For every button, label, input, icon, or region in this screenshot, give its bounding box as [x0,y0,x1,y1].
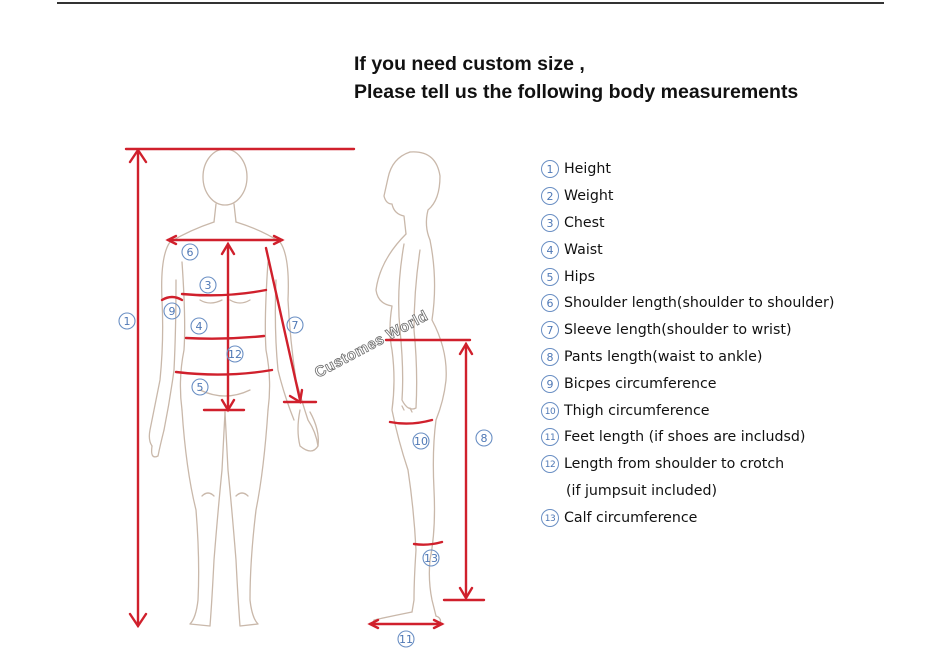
legend-label: Feet length (if shoes are includsd) [564,429,806,446]
number-2-icon: 2 [541,187,559,206]
legend-label: Chest [564,214,605,231]
number-1-icon: 1 [541,160,559,179]
legend-item: 11 Feet length (if shoes are includsd) [541,424,834,451]
marker-9-label: 9 [169,305,176,318]
marker-3-label: 3 [205,279,212,292]
number-9-icon: 9 [541,374,559,393]
number-11-icon: 11 [541,428,559,447]
legend-label: Calf circumference [564,509,698,526]
legend-label: Waist [564,241,603,258]
legend-item: 6 Shoulder length(shoulder to shoulder) [541,290,834,317]
marker-1-label: 1 [124,315,131,328]
marker-13-icon [422,549,440,567]
legend-item: 9 Bicpes circumference [541,370,834,397]
legend-label: Sleeve length(shoulder to wrist) [564,322,792,339]
number-10-icon: 10 [541,401,559,420]
calf-line [412,540,444,546]
marker-6-icon [181,243,199,261]
legend-label: Hips [564,268,596,285]
legend-item: 1 Height [541,156,834,183]
number-12-icon: 12 [541,455,559,474]
marker-1-icon [118,312,136,330]
heading-line-2: Please tell us the following body measur… [354,81,799,103]
legend-label: Shoulder length(shoulder to shoulder) [564,295,835,312]
chest-line [180,288,268,297]
legend-label: Weight [564,188,614,205]
marker-4-icon [190,317,208,335]
measurement-legend: 1 Height 2 Weight 3 Chest 4 Waist 5 Hips 6 Sho… [541,156,834,531]
legend-item: 2 Weight [541,183,834,210]
marker-9-icon [163,302,181,320]
marker-12-label: 12 [228,348,242,361]
legend-label-continuation: (if jumpsuit included) [566,482,718,499]
legend-item: 10 Thigh circumference [541,397,834,424]
marker-10-icon [412,432,430,450]
marker-12-icon [226,345,244,363]
marker-3-icon [199,276,217,294]
number-7-icon: 7 [541,321,559,340]
legend-label: Thigh circumference [564,402,710,419]
legend-item: 13 Calf circumference [541,504,834,531]
number-6-icon: 6 [541,294,559,313]
legend-item: 3 Chest [541,210,834,237]
legend-label: Pants length(waist to ankle) [564,348,763,365]
side-figure [372,151,447,625]
page-heading: If you need custom size , Please tell us… [354,50,798,106]
watermark: Customes World [312,307,431,381]
legend-label: Length from shoulder to crotch [564,456,785,473]
thigh-line [388,418,434,425]
marker-7-label: 7 [292,319,299,332]
legend-item: 8 Pants length(waist to ankle) [541,344,834,371]
legend-item: 5 Hips [541,263,834,290]
front-figure [148,148,319,627]
number-8-icon: 8 [541,347,559,366]
hips-line [174,368,274,376]
marker-10-label: 10 [414,435,428,448]
sleeve-arrow [264,246,302,402]
marker-13-label: 13 [424,552,438,565]
marker-6-label: 6 [187,246,194,259]
marker-11-label: 11 [399,633,413,646]
measurement-lines [124,147,486,630]
heading-line-1: If you need custom size , [354,53,585,75]
marker-4-label: 4 [196,320,203,333]
legend-item: 4 Waist [541,236,834,263]
number-4-icon: 4 [541,240,559,259]
legend-label: Height [564,161,611,178]
marker-5-icon [191,378,209,396]
number-5-icon: 5 [541,267,559,286]
marker-8-icon [475,429,493,447]
marker-11-icon [397,630,415,648]
legend-label: Bicpes circumference [564,375,717,392]
marker-8-label: 8 [481,432,488,445]
marker-7-icon [286,316,304,334]
legend-item: 12 Length from shoulder to crotch [541,451,834,478]
number-13-icon: 13 [541,508,559,527]
top-divider [57,2,884,4]
legend-item-continuation: (if jumpsuit included) [541,478,834,505]
waist-line [184,334,266,340]
biceps-line [160,295,184,302]
legend-item: 7 Sleeve length(shoulder to wrist) [541,317,834,344]
number-3-icon: 3 [541,213,559,232]
marker-5-label: 5 [197,381,204,394]
